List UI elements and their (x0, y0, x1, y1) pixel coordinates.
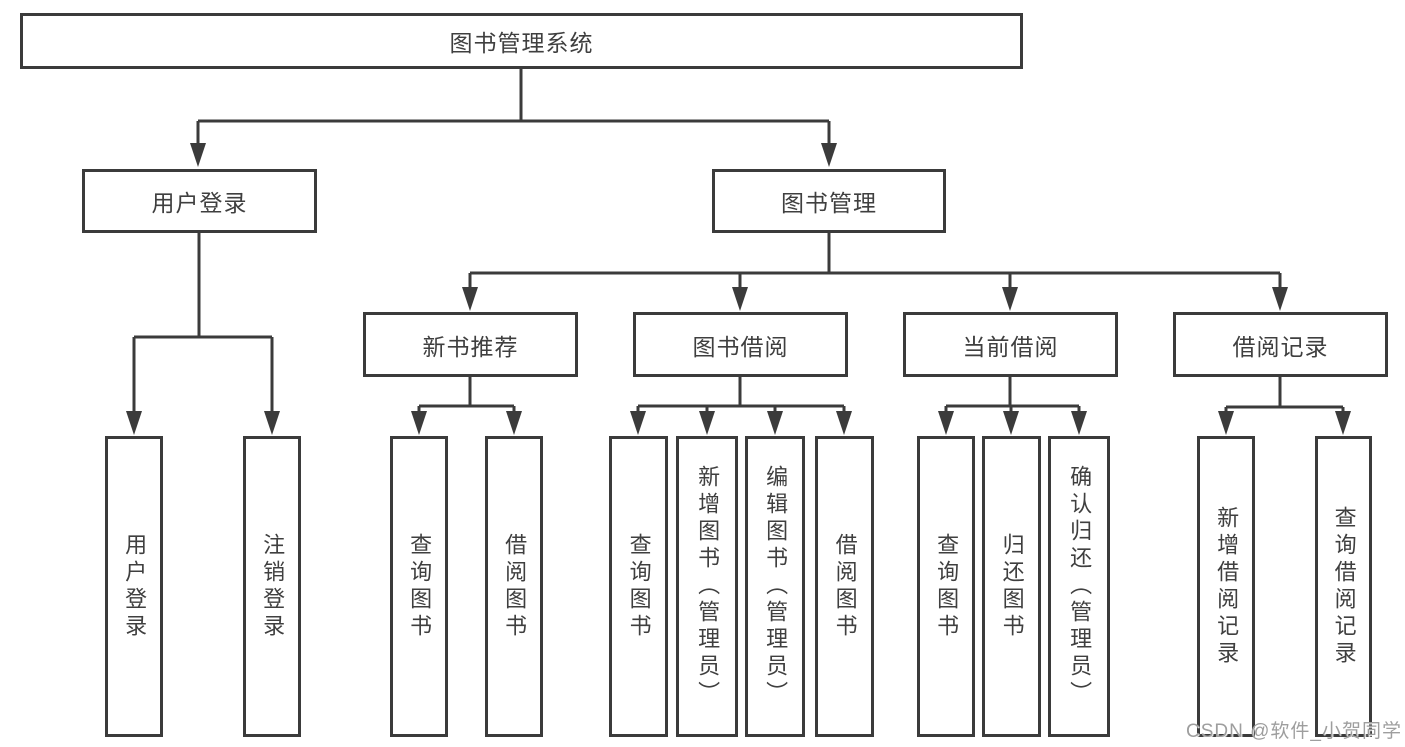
leaf-user-login: 用户登录 (105, 436, 163, 737)
leaf-query-books-current: 查询图书 (917, 436, 975, 737)
leaf-add-borrow-record: 新增借阅记录 (1197, 436, 1255, 737)
arrowhead-icon (1071, 411, 1087, 435)
arrowhead-icon (699, 411, 715, 435)
leaf-add-books-admin: 新增图书（管理员） (676, 436, 738, 737)
arrowhead-icon (630, 411, 646, 435)
node-book-management: 图书管理 (712, 169, 946, 233)
arrowhead-icon (411, 411, 427, 435)
arrowhead-icon (836, 411, 852, 435)
arrowhead-icon (938, 411, 954, 435)
arrowhead-icon (126, 411, 142, 435)
node-user-login: 用户登录 (82, 169, 317, 233)
arrowhead-icon (821, 143, 837, 167)
leaf-query-books-recommend: 查询图书 (390, 436, 448, 737)
arrowhead-icon (1335, 411, 1351, 435)
leaf-query-books-borrow: 查询图书 (609, 436, 668, 737)
leaf-query-borrow-record: 查询借阅记录 (1315, 436, 1372, 737)
csdn-watermark: CSDN @软件_小贺同学 (1186, 721, 1402, 742)
node-book-borrowing: 图书借阅 (633, 312, 848, 377)
node-library-management-system: 图书管理系统 (20, 13, 1023, 69)
arrowhead-icon (1002, 287, 1018, 311)
leaf-borrow-books: 借阅图书 (815, 436, 874, 737)
node-new-book-recommendation: 新书推荐 (363, 312, 578, 377)
arrowhead-icon (1272, 287, 1288, 311)
leaf-edit-books-admin: 编辑图书（管理员） (745, 436, 805, 737)
arrowhead-icon (767, 411, 783, 435)
leaf-confirm-return-admin: 确认归还（管理员） (1048, 436, 1110, 737)
node-current-borrowing: 当前借阅 (903, 312, 1118, 377)
arrowhead-icon (190, 143, 206, 167)
arrowhead-icon (264, 411, 280, 435)
arrowhead-icon (462, 287, 478, 311)
leaf-return-books: 归还图书 (982, 436, 1041, 737)
arrowhead-icon (1218, 411, 1234, 435)
node-borrowing-records: 借阅记录 (1173, 312, 1388, 377)
arrowhead-icon (506, 411, 522, 435)
leaf-borrow-books-recommend: 借阅图书 (485, 436, 543, 737)
arrowhead-icon (732, 287, 748, 311)
arrowhead-icon (1003, 411, 1019, 435)
leaf-logout: 注销登录 (243, 436, 301, 737)
